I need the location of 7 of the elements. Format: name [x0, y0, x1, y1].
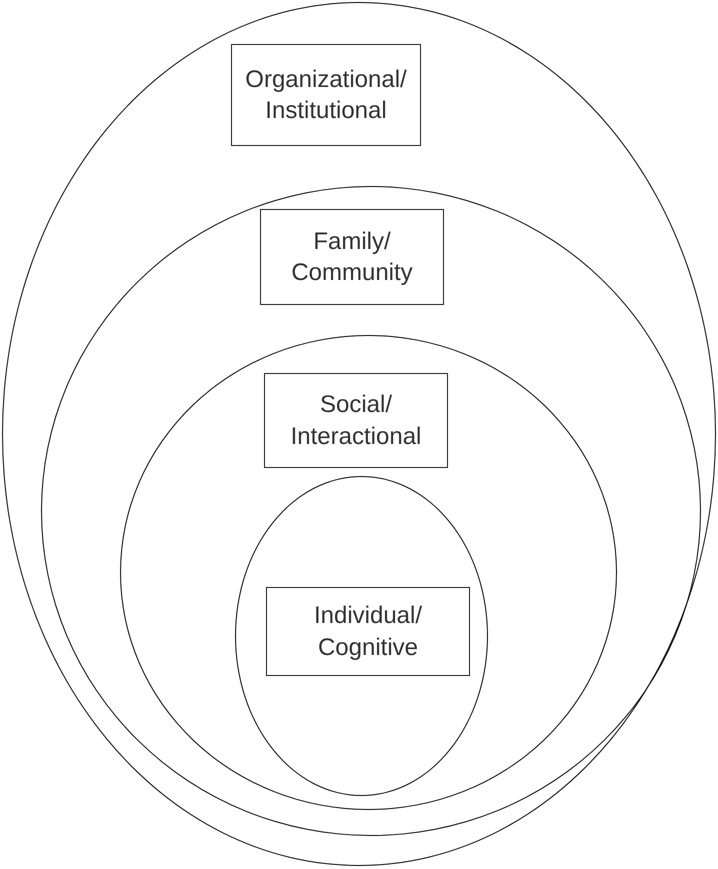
layer-ellipse — [120, 335, 617, 810]
layer-ellipse — [41, 186, 701, 836]
level-label-box: Social/ Interactional — [264, 373, 448, 468]
layer-ellipse — [235, 476, 488, 796]
level-label-box: Individual/ Cognitive — [266, 587, 470, 676]
level-label-box: Family/ Community — [260, 209, 444, 305]
level-label-box: Organizational/ Institutional — [231, 44, 421, 146]
